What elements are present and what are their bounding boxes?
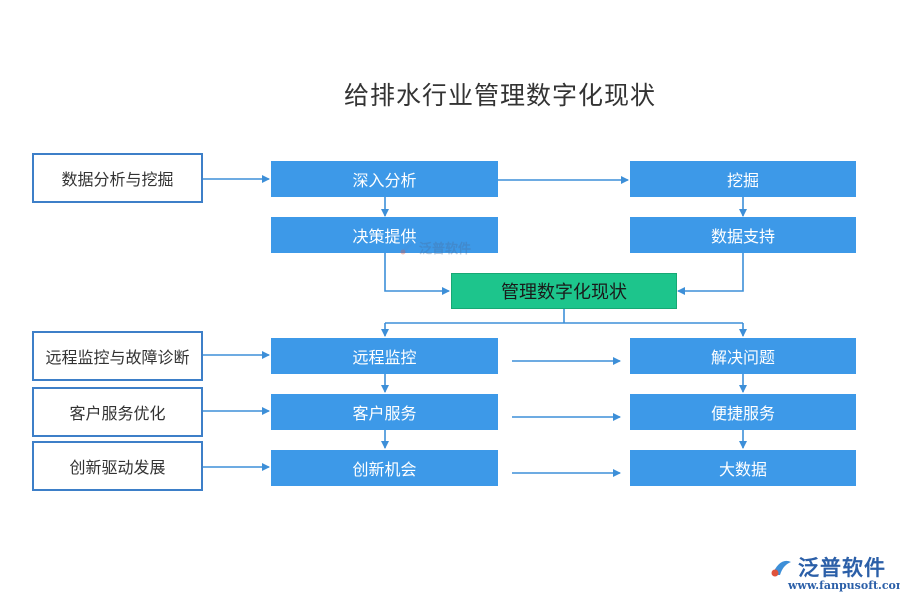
node-remote-monitoring: 远程监控	[271, 338, 498, 374]
brand-logo-icon	[771, 560, 791, 577]
node-big-data: 大数据	[630, 450, 856, 486]
watermark-text: 泛普软件	[419, 242, 472, 257]
brand-logo: 泛普软件	[768, 552, 886, 582]
node-mining: 挖掘	[630, 161, 856, 197]
arrow-data-to-center	[677, 253, 744, 295]
node-innovation-driven-development: 创新驱动发展	[32, 441, 203, 491]
node-convenient-service: 便捷服务	[630, 394, 856, 430]
node-customer-service: 客户服务	[271, 394, 498, 430]
node-data-support: 数据支持	[630, 217, 856, 253]
node-deep-analysis: 深入分析	[271, 161, 498, 197]
brand-logo-text: 泛普软件	[798, 556, 886, 580]
watermark-logo-icon	[400, 243, 413, 254]
brand-url: www.fanpusoft.com	[788, 579, 900, 592]
node-customer-service-optimization: 客户服务优化	[32, 387, 203, 437]
node-center-digital-status: 管理数字化现状	[451, 273, 677, 309]
arrow-decision-to-center	[384, 253, 450, 295]
node-solve-problems: 解决问题	[630, 338, 856, 374]
node-innovation-opportunity: 创新机会	[271, 450, 498, 486]
watermark: 泛普软件	[398, 238, 471, 257]
node-remote-fault-diagnosis: 远程监控与故障诊断	[32, 331, 203, 381]
diagram-title: 给排水行业管理数字化现状	[343, 81, 656, 110]
node-decision-support: 决策提供	[271, 217, 498, 253]
node-data-analysis-mining: 数据分析与挖掘	[32, 153, 203, 203]
